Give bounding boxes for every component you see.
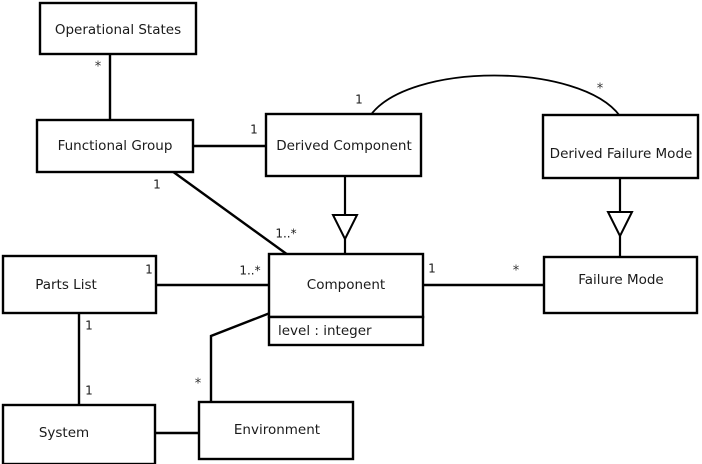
multiplicity-opstates-star: * [95, 60, 102, 75]
class-box-component[interactable] [267, 252, 425, 319]
gen-arrowhead-derivedcomponent [331, 214, 359, 242]
assoc-line-environment-component [209, 311, 271, 403]
class-attribute-component-level: level : integer [278, 323, 372, 339]
class-name-functional-group: Functional Group [58, 138, 173, 154]
class-box-derived-component[interactable] [264, 112, 423, 178]
class-environment[interactable]: Environment [197, 400, 355, 461]
class-name-operational-states: Operational States [55, 22, 181, 38]
multiplicity-functionalgroup-derivedcomponent-one: 1 [250, 123, 258, 137]
multiplicity-component-right-one: 1 [428, 262, 436, 276]
class-box-failure-mode[interactable] [542, 255, 699, 315]
class-name-failure-mode: Failure Mode [578, 272, 664, 288]
multiplicity-derivedfailuremode-arc-star: * [597, 82, 604, 97]
assoc-line-functionalgroup-component [171, 170, 289, 256]
association-environment-component [209, 311, 271, 403]
class-functional-group[interactable]: Functional Group [35, 118, 195, 174]
class-name-derived-failure-mode: Derived Failure Mode [550, 146, 693, 162]
class-name-parts-list: Parts List [35, 277, 97, 293]
class-box-operational-states[interactable] [38, 1, 198, 56]
class-box-parts-list[interactable] [1, 254, 158, 315]
class-operational-states[interactable]: Operational States [38, 1, 198, 56]
class-name-environment: Environment [234, 422, 320, 438]
class-box-system[interactable] [1, 403, 157, 464]
multiplicity-system-up-one: 1 [85, 384, 93, 398]
class-compartment-component-attributes[interactable] [267, 315, 425, 347]
class-component[interactable]: Component level : integer [267, 252, 425, 347]
multiplicity-partslist-right-one: 1 [145, 263, 153, 277]
class-derived-failure-mode[interactable]: Derived Failure Mode [541, 113, 700, 180]
multiplicity-functionalgroup-diagonal-one: 1 [153, 178, 161, 192]
class-failure-mode[interactable]: Failure Mode [542, 255, 699, 315]
generalization-derived-failure-mode-to-failure-mode [606, 178, 634, 258]
generalization-derived-component-to-component [331, 176, 359, 255]
multiplicity-partslist-down-one: 1 [85, 319, 93, 333]
class-name-component: Component [307, 277, 385, 293]
class-name-derived-component: Derived Component [276, 138, 412, 154]
multiplicity-derivedcomponent-arc-one: 1 [355, 93, 363, 107]
class-derived-component[interactable]: Derived Component [264, 112, 423, 178]
class-box-derived-failure-mode[interactable] [541, 113, 700, 180]
multiplicity-partslist-component-onestar: 1..* [239, 264, 260, 278]
association-functional-group-component [171, 170, 289, 256]
class-name-system: System [39, 425, 89, 441]
association-derived-component-derived-failure-mode [369, 74, 621, 117]
class-parts-list[interactable]: Parts List [1, 254, 158, 315]
gen-arrowhead-derivedfailuremode [606, 211, 634, 239]
class-system[interactable]: System [1, 403, 157, 464]
assoc-arc-derivedcomponent-derivedfailuremode [369, 74, 621, 117]
multiplicity-environment-star: * [195, 377, 202, 392]
class-box-functional-group[interactable] [35, 118, 195, 174]
multiplicity-functionalgroup-component-onestar: 1..* [275, 227, 296, 241]
class-box-environment[interactable] [197, 400, 355, 461]
multiplicity-failuremode-left-star: * [513, 264, 520, 279]
